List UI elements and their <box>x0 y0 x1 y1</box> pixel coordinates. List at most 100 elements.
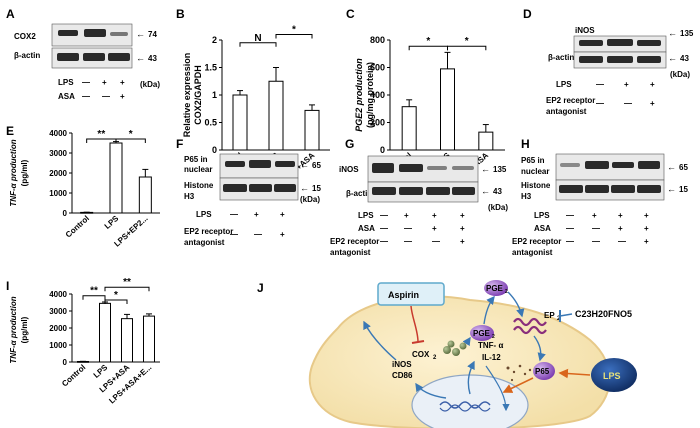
y-tick-label: 1000 <box>49 189 67 198</box>
blot-h-treat-asa: ASA <box>534 224 551 233</box>
panel-g-label: G <box>345 137 354 151</box>
pge2-inner-label: PGE <box>473 329 491 338</box>
blot-h-arrow: ← <box>667 184 676 194</box>
panel-g: G iNOS β-actin ← 135 ← 43 (kDa) LPS — + … <box>330 137 508 257</box>
y-tick-label: 0.5 <box>204 118 217 128</box>
y-axis-label: TNF-α production <box>9 139 18 206</box>
blot-h-band <box>611 185 635 193</box>
blot-d-sign: — <box>596 99 604 108</box>
blot-g-treat-ep2: EP2 receptor <box>330 237 379 246</box>
blot-g-band <box>452 166 474 170</box>
panel-b-label: B <box>176 7 185 21</box>
blot-d-row-actin: β-actin <box>548 53 574 62</box>
blot-d-sign: — <box>624 99 632 108</box>
blot-h-sign: + <box>644 211 649 220</box>
blot-h-sign: — <box>592 224 600 233</box>
blot-d-band <box>579 56 603 63</box>
blot-g-treat-asa: ASA <box>358 224 375 233</box>
blot-h-row: H3 <box>521 192 532 201</box>
blot-f-band <box>223 184 247 192</box>
blot-h-row: Histone <box>521 181 551 190</box>
y-axis-label: COX2/GAPDH <box>193 65 203 125</box>
blot-d-mw-43: 43 <box>680 54 689 63</box>
bar <box>121 318 133 363</box>
panel-a-label: A <box>6 7 15 21</box>
blot-d-band <box>579 40 603 46</box>
panel-f-label: F <box>176 137 183 151</box>
y-tick-label: 2 <box>212 35 217 45</box>
p65-label: P65 <box>535 367 550 376</box>
blot-d-treat-ep2-extra: antagonist <box>546 107 587 116</box>
cd86-label: CD86 <box>392 371 413 380</box>
blot-a-mw-74: 74 <box>148 30 157 39</box>
blot-f-sign: — <box>230 210 238 219</box>
significance-bracket <box>239 42 277 47</box>
blot-g-band <box>372 163 394 173</box>
blot-d-band <box>607 39 633 46</box>
blot-d-band <box>637 56 661 63</box>
blot-f-arrow: ← <box>300 183 309 193</box>
blot-f-sign: + <box>280 210 285 219</box>
y-tick-label: 600 <box>370 63 385 73</box>
y-tick-label: 400 <box>370 90 385 100</box>
compound-inhibit-line <box>559 313 573 317</box>
blot-d-band <box>637 40 661 46</box>
blot-f-row: H3 <box>184 192 195 201</box>
blot-d-treat-ep2: EP2 receptor <box>546 96 595 105</box>
blot-f-row: nuclear <box>184 165 212 174</box>
blot-h-band <box>638 161 660 169</box>
blot-a-band <box>110 32 128 36</box>
y-tick-label: 2000 <box>49 169 67 178</box>
arrow-nucleus-to-inos <box>415 382 447 399</box>
blot-g-sign: — <box>380 237 388 246</box>
blot-h-band <box>612 162 634 168</box>
blot-f-sign: — <box>230 230 238 239</box>
arrow-nucleus-to-tnf <box>467 360 475 395</box>
y-tick-label: 0 <box>63 209 68 218</box>
blot-h-treat-lps: LPS <box>534 211 550 220</box>
significance-bracket <box>115 138 146 143</box>
arrow-p65-to-nucleus <box>502 377 534 393</box>
blot-f-treat-lps: LPS <box>196 210 212 219</box>
blot-f-mw-15: 15 <box>312 184 321 193</box>
aspirin-label: Aspirin <box>388 290 419 300</box>
bar <box>109 142 123 214</box>
significance-bracket <box>447 45 487 51</box>
blot-h-sign: — <box>566 211 574 220</box>
blot-f-band <box>249 184 272 192</box>
blot-h-band <box>585 161 609 169</box>
blot-a-sign: + <box>120 92 125 101</box>
panel-i-label: I <box>6 279 9 293</box>
significance-label: * <box>465 36 469 47</box>
pge2-outer <box>484 280 508 296</box>
blot-a-sign: + <box>120 78 125 87</box>
significance-bracket <box>104 299 128 304</box>
significance-label: ** <box>123 277 131 288</box>
blot-a-arrow: ← <box>136 29 145 39</box>
panel-e-label: E <box>6 124 14 138</box>
arrow-lps-to-p65 <box>558 368 591 379</box>
blot-h-mw-15: 15 <box>679 185 688 194</box>
blot-h-arrow: ← <box>667 162 676 172</box>
y-axis-label: PGE2 production <box>354 58 364 132</box>
blot-f-band <box>249 160 271 168</box>
p65-node <box>533 362 555 380</box>
blot-h-band <box>637 185 661 193</box>
dna-icon <box>439 404 491 412</box>
blot-f-sign: + <box>254 210 259 219</box>
arrow-pge-to-ep2 <box>507 291 525 318</box>
pge2-outer-sub: 2 <box>505 289 508 295</box>
y-tick-label: 1000 <box>49 341 67 350</box>
y-tick-label: 4000 <box>49 290 67 299</box>
blot-a-sign: + <box>102 78 107 87</box>
bar <box>440 68 455 151</box>
blot-d-row-inos: iNOS <box>575 26 595 35</box>
blot-d-sign: + <box>624 80 629 89</box>
panel-h-label: H <box>521 137 530 151</box>
cell-body <box>308 295 611 428</box>
panel-c-label: C <box>346 7 355 21</box>
panel-h: H P65 in nuclear Histone H3 ← 65 ← 15 LP… <box>512 137 688 257</box>
blot-g-band <box>399 164 423 172</box>
